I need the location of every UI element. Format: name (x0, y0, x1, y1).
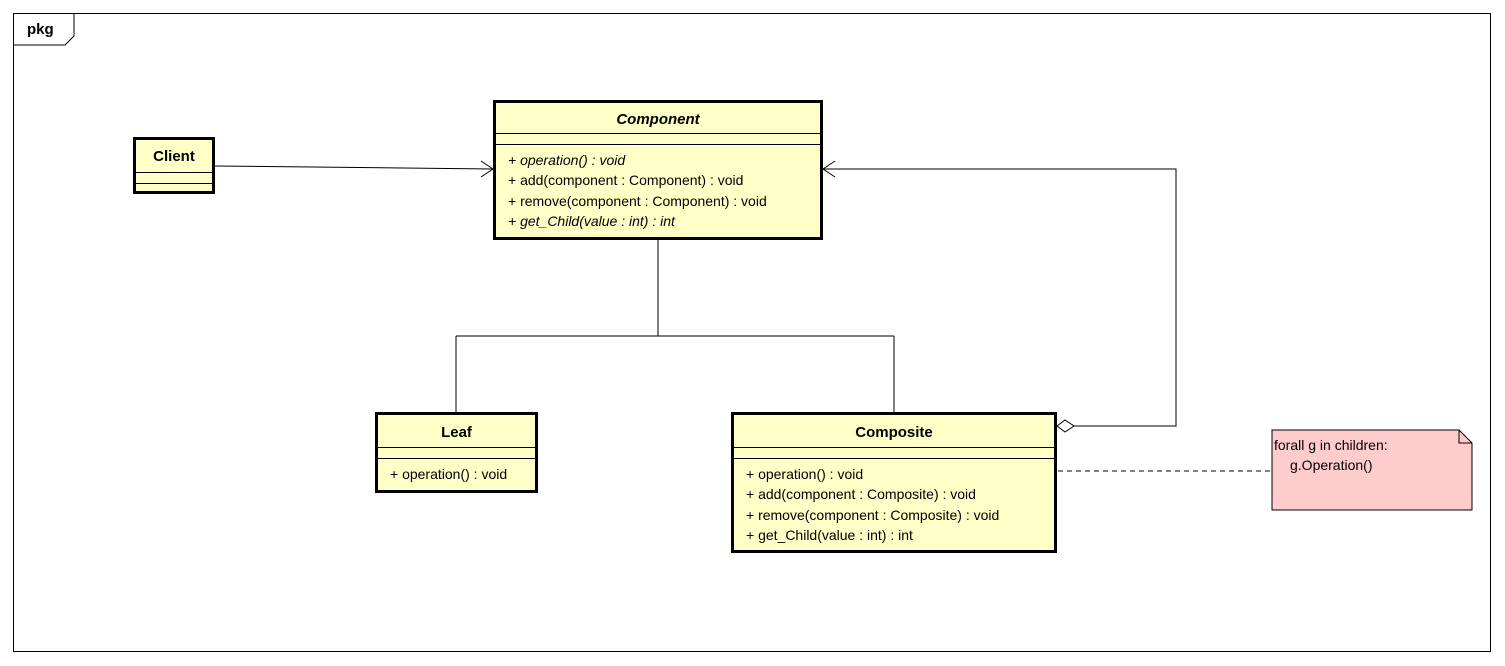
operation-item[interactable]: + get_Child(value : int) : int (746, 526, 913, 543)
operation-item[interactable]: + add(component : Composite) : void (746, 486, 976, 503)
operation-item[interactable]: + remove(component : Composite) : void (746, 506, 1000, 523)
package-label: pkg (27, 21, 54, 38)
class-name: Component (616, 111, 700, 128)
operation-item[interactable]: + remove(component : Component) : void (508, 192, 767, 209)
composite-aggregation-line[interactable] (822, 160, 1177, 433)
operation-item[interactable]: + get_Child(value : int) : int (508, 212, 675, 229)
package-frame (13, 13, 1491, 652)
package-tab (13, 13, 75, 46)
class-name: Composite (855, 424, 933, 441)
class-name: Client (153, 148, 195, 165)
attributes-divider (136, 172, 212, 173)
note-fold-icon (1458, 430, 1472, 444)
note-line: g.Operation() (1290, 457, 1373, 473)
note-anchor-line[interactable] (1043, 469, 1273, 475)
operation-item[interactable]: + operation() : void (746, 466, 864, 482)
class-component[interactable]: Component + operation() : void + add(com… (493, 100, 823, 240)
operations-list: + operation() : void + add(component : C… (496, 145, 820, 231)
operations-list: + operation() : void (378, 459, 535, 484)
attributes-divider (378, 447, 535, 448)
operations-list: + operation() : void + add(component : C… (734, 459, 1054, 545)
attributes-divider (496, 133, 820, 134)
operation-item[interactable]: + operation() : void (390, 466, 508, 482)
operations-divider (496, 144, 820, 145)
operation-item[interactable]: + add(component : Component) : void (508, 172, 744, 189)
generalization-tree[interactable] (455, 240, 895, 412)
class-client[interactable]: Client (133, 137, 215, 194)
operations-divider (136, 183, 212, 184)
class-composite[interactable]: Composite + operation() : void + add(com… (731, 412, 1057, 553)
note-text: forall g in children: g.Operation() (1274, 435, 1388, 475)
operations-divider (734, 458, 1054, 459)
aggregation-diamond-icon (1056, 419, 1075, 433)
client-component-association[interactable] (214, 160, 494, 178)
class-name: Leaf (441, 424, 472, 441)
operations-divider (378, 458, 535, 459)
note-shape[interactable] (1271, 429, 1473, 511)
attributes-divider (734, 447, 1054, 448)
operation-item[interactable]: + operation() : void (508, 152, 626, 168)
class-leaf[interactable]: Leaf + operation() : void (375, 412, 538, 493)
note-line: forall g in children: (1274, 437, 1388, 453)
